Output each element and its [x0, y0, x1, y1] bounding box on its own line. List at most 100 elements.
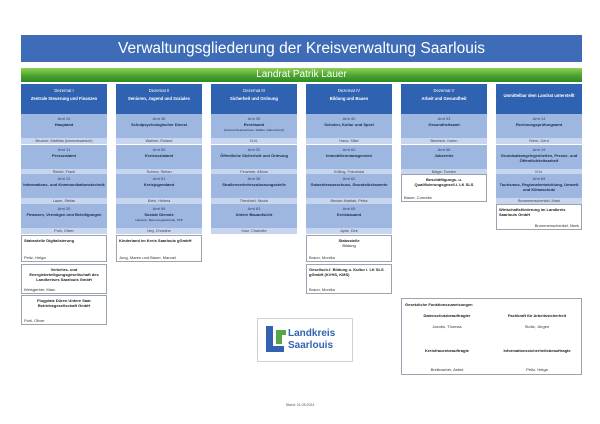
- gfz-role: Informationssicherheitsbeauftragte: [503, 348, 571, 353]
- amt-subtitle: (Kreisrechtsausschuss, Waffen, Datenschu…: [223, 127, 285, 132]
- amt-name: Personalamt: [51, 153, 76, 158]
- amt-person: Lauer, Stefan: [21, 198, 107, 204]
- gfz-person: Stoltz, Jürgen: [524, 324, 550, 329]
- amt-name: Hauptamt: [54, 122, 74, 127]
- amt-name: Soziale Dienste: [144, 212, 174, 217]
- gfz-cell: Informationssicherheitsbeauftragte Peitz…: [494, 348, 580, 372]
- dezernat-column: Dezernat II Senioren, Jugend und Soziales…: [116, 84, 202, 234]
- amt-number: Amt 14: [532, 116, 546, 121]
- dezernat-name: Sicherheit und Ordnung: [230, 96, 278, 101]
- amt-name: Straßenverkehrszulassungsstelle: [222, 182, 286, 187]
- wfg-box: Wirtschaftsförderung im Landkreis Saarlo…: [496, 204, 582, 230]
- vgs-box: Verkehrs- und Energiebeteiligungsgesells…: [21, 264, 107, 294]
- amt-number: Amt 69: [532, 176, 546, 181]
- amt-person: Riem, Gerd: [496, 138, 582, 144]
- gfb-box: Gesellsch.f. Bildung u. Kultur i. LK SLS…: [306, 264, 392, 294]
- digi-name: Stabsstelle Digitalisierung: [24, 238, 75, 243]
- gfz-cell: Kreisfrauenbeauftragte Brettnacher, Astr…: [404, 348, 490, 372]
- landkreis-logo: Landkreis Saarlouis: [257, 318, 353, 362]
- amt-number: Amt 12: [57, 176, 71, 181]
- gfb-name: Gesellsch.f. Bildung u. Kultur i. LK SLS…: [309, 267, 384, 277]
- page-title: Verwaltungsgliederung der Kreisverwaltun…: [21, 35, 582, 62]
- gfz-role: Fachkraft für Arbeitssicherheit: [507, 313, 567, 318]
- amt-name: Gutachterausschuss, Grundstückswerte: [310, 182, 388, 187]
- amt-name: Kreisbauamt: [336, 212, 362, 217]
- amt-person: Schirra, Stefan: [116, 169, 202, 175]
- amt-person: N.N.: [496, 169, 582, 175]
- amt-person: Puhl, Oliver: [21, 228, 107, 234]
- bqg-box: Beschäftigungs- u. Qualifizierungsgesell…: [401, 174, 487, 202]
- amt-person: Brucker, Mathias (kommissarisch): [21, 138, 107, 144]
- gesetzliche-funktionszuweisungen: Gesetzliche Funktionszuweisungen Datensc…: [401, 298, 582, 375]
- dezernat-name: Senioren, Jugend und Soziales: [128, 96, 190, 101]
- dezernat-label: Dezernat II: [148, 88, 170, 93]
- amt-number: Amt 62: [342, 176, 356, 181]
- amt-person: Apitz, Dirk: [306, 228, 392, 234]
- amt-number: Amt 46: [152, 116, 166, 121]
- amt-name: Rechnungsprüfungsamt: [515, 122, 563, 127]
- landkreis-logo-text: Landkreis Saarlouis: [288, 328, 335, 352]
- gfz-person: Peitz, Helga: [526, 367, 548, 372]
- stand-date: Stand: 01.05.2024: [285, 403, 315, 407]
- landrat-bar: Landrat Patrik Lauer: [21, 68, 582, 82]
- dezernat-label: Dezernat IV: [337, 88, 361, 93]
- amt-person: Balge, Torsten: [401, 169, 487, 175]
- amt-name: Öffentliche Sicherheit und Ordnung: [220, 153, 288, 158]
- amt-person: Riddel, Frank: [21, 169, 107, 175]
- amt-person: Kölling, Franziska: [306, 169, 392, 175]
- vgs-name: Verkehrs- und Energiebeteiligungsgesells…: [29, 267, 99, 282]
- dezernat-label: Dezernat V: [433, 88, 455, 93]
- vgs-person: Weisgerber, Marc: [24, 287, 56, 292]
- amt-number: Amt 50: [152, 147, 166, 152]
- amt-number: Amt 19: [532, 147, 546, 152]
- amt-person: Brommenschenkel, Mark: [496, 198, 582, 204]
- amt-name: Schulen, Kultur und Sport: [324, 122, 374, 127]
- gfz-title: Gesetzliche Funktionszuweisungen: [405, 302, 473, 307]
- amt-person: Theobald, Nicole: [211, 198, 297, 204]
- amt-number: Amt 20: [57, 206, 71, 211]
- amt-person: Kutz, Charlotte: [211, 228, 297, 234]
- flugplatz-name: Flugplatz Düren Untere Saar Betriebsgese…: [37, 298, 91, 308]
- amt-name: Kreisjugendamt: [143, 182, 175, 187]
- amt-subtitle: Inklusion, Betreuungsbehörde, PSP: [135, 217, 183, 222]
- amt-person: Wallner, Roland: [116, 138, 202, 144]
- amt-name: Kreissozialamt: [144, 153, 174, 158]
- kinderland-box: Kinderland im Kreis Saarlouis gGmbH Jung…: [116, 235, 202, 262]
- amt-person: N.N.: [211, 138, 297, 144]
- amt-name: Schulpsychologischer Dienst: [130, 122, 187, 127]
- amt-number: Amt 32: [247, 147, 261, 152]
- amt-number: Amt 60: [342, 147, 356, 152]
- amt-number: Amt 59: [152, 206, 166, 211]
- gfz-cell: Fachkraft für Arbeitssicherheit Stoltz, …: [494, 313, 580, 329]
- amt-name: Informations- und Kommunikationstechnik: [23, 182, 105, 187]
- amt-number: Amt 51: [152, 176, 166, 181]
- stabsstelle-bildung-name: Stabsstelle: [338, 238, 360, 243]
- amt-person: Ney, Christine: [116, 228, 202, 234]
- amt-number: Amt 30: [247, 116, 261, 121]
- amt-number: Amt 11: [57, 147, 71, 152]
- amt-name: Grundsatzangelegenheiten, Presse- und Öf…: [500, 153, 578, 163]
- amt-number: Amt 53: [437, 116, 451, 121]
- amt-person: Becker-Martlah, Petra: [306, 198, 392, 204]
- amt-name: Finanzen, Vermögen und Beteiligungen: [26, 212, 102, 217]
- dezernat-name: Arbeit und Gesundheit: [421, 96, 467, 101]
- amt-number: Amt 40: [342, 116, 356, 121]
